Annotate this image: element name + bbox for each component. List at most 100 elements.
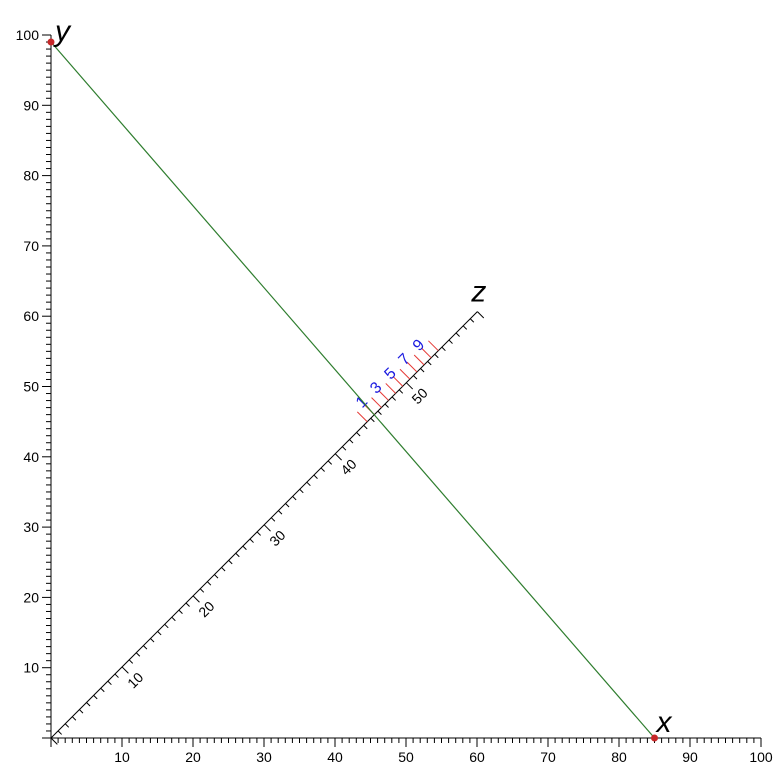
x-tick-label: 20 <box>185 749 201 765</box>
z-tick <box>242 545 247 551</box>
z-tick <box>221 567 226 572</box>
y-tick-label: 70 <box>23 238 39 254</box>
z-tick <box>334 453 342 461</box>
z-tick <box>100 687 105 693</box>
x-tick-label: 40 <box>327 749 343 765</box>
z-tick <box>320 467 325 472</box>
z-tick <box>143 645 148 650</box>
y-tick-label: 60 <box>23 308 39 324</box>
y-tick-label: 40 <box>23 449 39 465</box>
z-sub-tick <box>356 411 368 423</box>
z-tick <box>363 424 368 430</box>
y-tick-label: 10 <box>23 660 39 676</box>
z-tick <box>342 446 347 451</box>
z-sub-tick <box>428 340 439 352</box>
z-tick <box>71 716 77 721</box>
z-tick <box>405 382 414 390</box>
z-tick <box>256 531 261 536</box>
z-tick <box>469 318 475 323</box>
z-sub-tick <box>392 375 404 387</box>
z-tick <box>391 396 396 401</box>
z-tick <box>477 311 485 319</box>
x-tick-label: 10 <box>114 749 130 765</box>
z-tick <box>86 702 91 707</box>
x-tick-label: 60 <box>469 749 485 765</box>
z-tick <box>327 460 333 465</box>
z-tick <box>420 368 425 373</box>
x-tick-label: 50 <box>398 749 414 765</box>
z-sub-tick <box>413 354 425 366</box>
z-axis-label: z <box>470 276 486 309</box>
z-tick <box>157 631 162 636</box>
z-tick <box>285 503 290 508</box>
z-tick <box>306 481 311 487</box>
x-tick-label: 80 <box>611 749 627 765</box>
x-tick-label: 90 <box>682 749 698 765</box>
z-tick <box>448 339 453 344</box>
z-tick <box>441 346 446 352</box>
z-tick <box>50 737 58 745</box>
z-tick <box>270 517 276 522</box>
y-tick-label: 20 <box>23 589 39 605</box>
z-tick <box>128 659 134 664</box>
z-tick <box>214 574 219 579</box>
z-tick <box>263 524 271 532</box>
z-sub-tick <box>399 368 411 380</box>
z-tick <box>292 496 297 501</box>
x-tick-label: 70 <box>540 749 556 765</box>
z-tick <box>413 375 418 380</box>
y-tick-label: 30 <box>23 519 39 535</box>
x-axis-label: x <box>655 706 673 739</box>
y-value-point <box>47 38 55 46</box>
z-tick <box>57 730 62 735</box>
z-sub-tick <box>378 390 389 401</box>
z-sub-tick <box>371 397 382 408</box>
axis-ticks <box>42 34 762 747</box>
y-axis-label: y <box>53 15 72 48</box>
z-tick <box>235 552 240 558</box>
z-tick <box>299 488 304 494</box>
z-tick <box>228 559 233 565</box>
z-tick <box>135 652 141 657</box>
y-tick-label: 90 <box>23 97 39 113</box>
z-tick <box>356 432 361 437</box>
z-tick <box>185 602 190 607</box>
z-tick <box>199 588 205 593</box>
z-tick <box>121 666 129 674</box>
z-tick <box>384 403 389 408</box>
x-tick-label: 100 <box>749 749 773 765</box>
z-tick <box>313 474 318 479</box>
z-tick <box>206 581 212 586</box>
z-tick <box>178 609 183 614</box>
y-tick-label: 80 <box>23 168 39 184</box>
z-tick <box>398 389 404 394</box>
z-tick <box>249 538 254 543</box>
z-tick <box>192 595 200 603</box>
z-tick <box>79 709 84 714</box>
isopleth-line <box>50 41 655 739</box>
z-tick <box>462 325 468 330</box>
z-tick <box>64 723 70 728</box>
z-tick <box>455 332 460 337</box>
z-tick <box>349 439 354 444</box>
z-axis-line <box>50 311 478 739</box>
z-sub-tick <box>420 347 432 359</box>
y-tick-label: 50 <box>23 379 39 395</box>
tick-labels: 10 20 30 40 50 60 70 80 90 100 10 20 30 40 50 60 70 80 90 1… <box>16 27 773 765</box>
z-tick <box>114 673 119 678</box>
z-sub-tick <box>385 383 397 394</box>
x-tick-label: 30 <box>256 749 272 765</box>
z-sub-tick <box>406 361 418 373</box>
z-tick <box>164 623 169 629</box>
z-tick <box>93 695 98 700</box>
z-tick <box>434 353 439 359</box>
z-tick <box>278 510 283 515</box>
z-tick <box>370 417 375 423</box>
x-value-point <box>651 734 658 742</box>
z-tick <box>150 638 155 643</box>
y-tick-label: 100 <box>16 27 40 43</box>
z-tick <box>171 616 176 622</box>
z-tick <box>427 361 432 366</box>
